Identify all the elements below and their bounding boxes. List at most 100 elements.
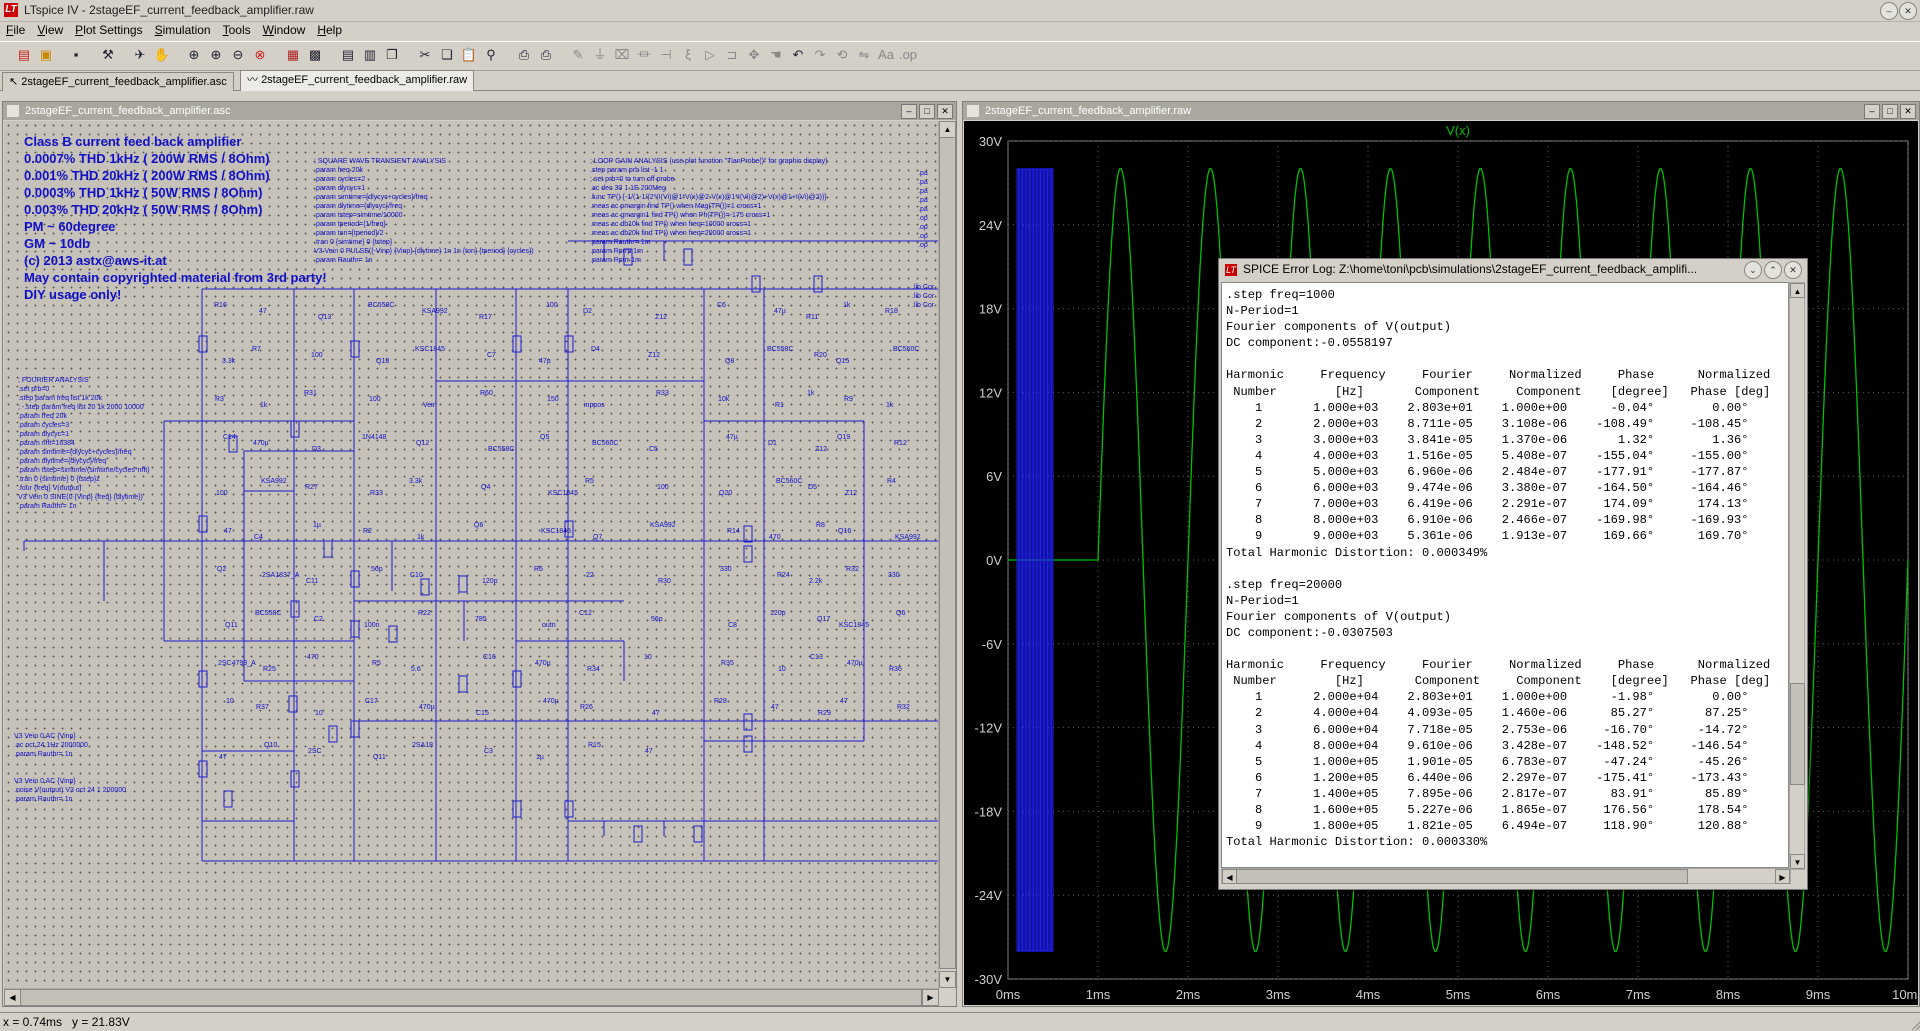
- component-label: Vein: [423, 402, 437, 409]
- component-icon[interactable]: ⊐: [726, 47, 738, 62]
- paste-icon[interactable]: 📋: [460, 47, 478, 62]
- print-preview-icon[interactable]: ⎙: [518, 47, 530, 62]
- error-log-hscroll-thumb[interactable]: [1236, 869, 1688, 884]
- zoom-fit-icon[interactable]: ⊗: [254, 47, 266, 62]
- component-label: 22: [586, 572, 594, 579]
- scroll-thumb[interactable]: [939, 137, 956, 969]
- open-icon[interactable]: ▣: [39, 47, 53, 62]
- scroll-up-button[interactable]: ▲: [939, 121, 956, 138]
- menu-simulation[interactable]: Simulation: [154, 23, 211, 37]
- menu-file[interactable]: File: [6, 23, 26, 37]
- capacitor-icon[interactable]: ⊣: [660, 47, 672, 62]
- cut-icon[interactable]: ✂: [419, 47, 431, 62]
- label-net-icon[interactable]: ⌧: [614, 47, 630, 62]
- error-log-scroll-down[interactable]: ▼: [1790, 854, 1805, 869]
- ground-icon[interactable]: ⏚: [593, 47, 607, 62]
- trace-name-label: V(x): [1446, 123, 1470, 138]
- loop-gain-directive-line: ; LOOP GAIN ANALYSIS (use plot function …: [590, 158, 828, 165]
- tab-schematic[interactable]: ↖ 2stageEF_current_feedback_amplifier.as…: [2, 72, 234, 91]
- lib-directive-line: .lib Cor: [912, 284, 935, 291]
- waveform-close-button[interactable]: ✕: [1900, 104, 1916, 119]
- loop-gain-directive-line: .step param prb list -1 1: [590, 167, 664, 174]
- spice-directive-icon[interactable]: .op: [898, 47, 918, 62]
- component-label: 100: [311, 352, 323, 359]
- cascade-icon[interactable]: ❐: [386, 47, 398, 62]
- close-button[interactable]: ✕: [1899, 2, 1917, 20]
- save-icon[interactable]: ▪: [73, 47, 79, 62]
- new-schematic-icon[interactable]: ▤: [17, 47, 31, 62]
- scroll-down-button[interactable]: ▼: [939, 971, 956, 988]
- component-label: Q6: [474, 522, 484, 529]
- tile-vertical-icon[interactable]: ▥: [363, 47, 377, 62]
- error-log-vscrollbar[interactable]: ▲ ▼: [1789, 282, 1805, 870]
- undo-icon[interactable]: ↶: [792, 47, 804, 62]
- menu-plot-settings[interactable]: Plot Settings: [75, 23, 143, 37]
- diode-icon[interactable]: ▷: [705, 47, 715, 62]
- scroll-right-button[interactable]: ▶: [922, 989, 939, 1006]
- zoom-in-icon[interactable]: ⊕: [210, 47, 222, 62]
- error-log-title: SPICE Error Log: Z:\home\toni\pcb\simula…: [1243, 262, 1698, 276]
- fourier-directive-line: .param simtime={dlycyc+cycles}/freq: [18, 449, 132, 456]
- schematic-hscrollbar[interactable]: ◀ ▶: [4, 988, 939, 1006]
- menu-view[interactable]: View: [37, 23, 64, 37]
- schematic-close-button[interactable]: ✕: [937, 104, 953, 119]
- error-log-maximize-button[interactable]: ⌃: [1764, 261, 1782, 279]
- waveform-minimize-button[interactable]: –: [1864, 104, 1880, 119]
- run-icon[interactable]: ✈: [134, 47, 146, 62]
- error-log-scroll-up[interactable]: ▲: [1790, 283, 1805, 298]
- error-log-hscrollbar[interactable]: ◀ ▶: [1221, 868, 1791, 884]
- print-icon[interactable]: ⎙: [540, 47, 552, 62]
- error-log-shade-button[interactable]: ⌄: [1744, 261, 1762, 279]
- component-label: 1k: [260, 402, 268, 409]
- right-edge-directive-line: .op: [918, 242, 928, 249]
- inductor-icon[interactable]: ξ: [685, 47, 691, 62]
- move-icon[interactable]: ✥: [748, 47, 760, 62]
- schematic-minimize-button[interactable]: –: [901, 104, 917, 119]
- copy-icon[interactable]: ❏: [441, 47, 453, 62]
- hscroll-thumb[interactable]: [20, 989, 922, 1006]
- rotate-icon[interactable]: ⟲: [836, 47, 848, 62]
- component-label: 1µ: [536, 754, 544, 761]
- menu-help[interactable]: Help: [317, 23, 342, 37]
- ac-directive-line: .param Rauthr= 1n: [14, 751, 73, 758]
- menu-tools[interactable]: Tools: [222, 23, 251, 37]
- menu-window[interactable]: Window: [262, 23, 306, 37]
- component-label: Q11: [225, 622, 238, 629]
- component-label: D1: [768, 440, 777, 447]
- square-wave-directive-line: .param dlycyc=1: [314, 185, 366, 192]
- waveform-maximize-button[interactable]: □: [1882, 104, 1898, 119]
- error-log-scroll-right[interactable]: ▶: [1775, 869, 1790, 884]
- halt-icon[interactable]: ✋: [153, 47, 171, 62]
- error-log-scroll-left[interactable]: ◀: [1222, 869, 1237, 884]
- zoom-area-icon[interactable]: ⊕: [188, 47, 200, 62]
- component-label: R24: [777, 572, 790, 579]
- control-panel-icon[interactable]: ⚒: [102, 47, 114, 62]
- resistor-icon[interactable]: ⏛: [637, 47, 651, 62]
- redo-icon[interactable]: ↷: [814, 47, 826, 62]
- autorange-icon[interactable]: ▦: [286, 47, 300, 62]
- draw-wire-icon[interactable]: ✎: [572, 47, 584, 62]
- drag-icon[interactable]: ☚: [770, 47, 782, 62]
- x-tick-label: 10ms: [1892, 987, 1918, 1002]
- resize-grip-icon[interactable]: [1909, 1017, 1920, 1031]
- error-log-text-area[interactable]: .step freq=1000 N-Period=1 Fourier compo…: [1221, 282, 1789, 868]
- find-icon[interactable]: ⚲: [486, 47, 496, 62]
- right-edge-directive-line: .op: [918, 233, 928, 240]
- error-log-scroll-thumb[interactable]: [1790, 683, 1805, 785]
- schematic-maximize-button[interactable]: □: [919, 104, 935, 119]
- schematic-vscrollbar[interactable]: ▲ ▼: [938, 121, 956, 1004]
- tile-horizontal-icon[interactable]: ▤: [341, 47, 355, 62]
- component-label: 3.3k: [409, 478, 423, 485]
- scroll-left-button[interactable]: ◀: [4, 989, 21, 1006]
- error-log-close-button[interactable]: ✕: [1784, 261, 1802, 279]
- minimize-button[interactable]: –: [1880, 2, 1898, 20]
- tab-waveform[interactable]: 〰 2stageEF_current_feedback_amplifier.ra…: [240, 70, 475, 91]
- header-note-line: 0.0003% THD 1kHz ( 50W RMS / 8Ohm): [24, 185, 263, 200]
- text-icon[interactable]: Aa: [878, 47, 894, 62]
- zoom-out-icon[interactable]: ⊖: [232, 47, 244, 62]
- loop-gain-directive-line: .param Rptrr 1m: [590, 257, 641, 264]
- component-label: R27: [305, 484, 318, 491]
- mirror-icon[interactable]: ⇋: [858, 47, 870, 62]
- grid-icon[interactable]: ▩: [308, 47, 322, 62]
